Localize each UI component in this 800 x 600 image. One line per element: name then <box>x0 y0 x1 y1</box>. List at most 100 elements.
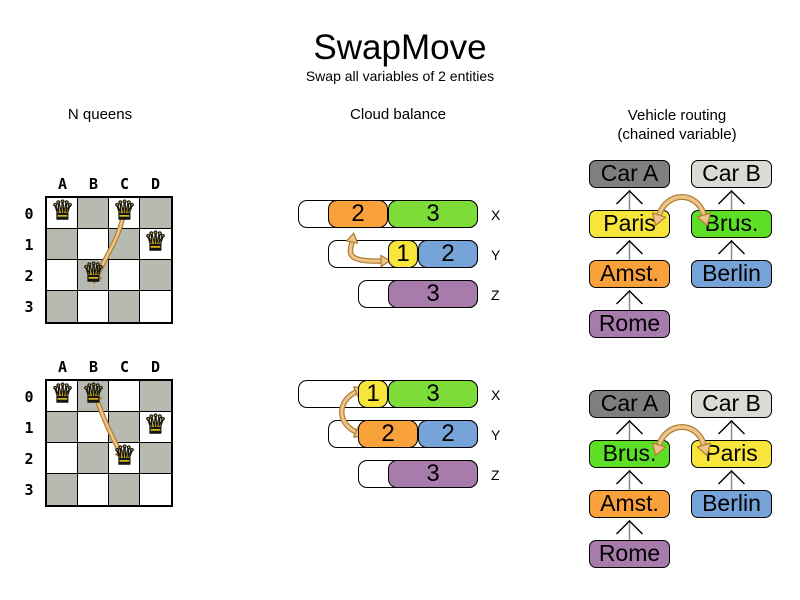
queen-icon: ♛ <box>50 378 75 409</box>
queen-icon: ♛ <box>81 378 106 409</box>
board-cell-A0 <box>47 198 78 229</box>
board-row-label: 2 <box>24 266 34 285</box>
board-cell-B3 <box>78 474 109 505</box>
board-col-label: A <box>57 358 68 376</box>
board-row-label: 1 <box>24 235 34 254</box>
vehicle-box-carb-before: Car B <box>691 160 772 188</box>
cloud-computer-label: Z <box>491 467 500 483</box>
chain-connector-arrowhead <box>616 240 643 255</box>
board-col-label: B <box>88 358 99 376</box>
heading-vehicle-line1: Vehicle routing <box>627 107 727 124</box>
vehicle-box-brus-before: Brus. <box>691 210 772 238</box>
heading-vehicle-routing: Vehicle routing (chained variable) <box>577 106 777 144</box>
vehicle-box-cara-before: Car A <box>589 160 670 188</box>
cloud-computer-label: Z <box>491 287 500 303</box>
cloud-computer-label: X <box>491 207 501 223</box>
board-cell-C1 <box>109 412 140 443</box>
board-cell-B3 <box>78 291 109 322</box>
board-col-label: C <box>119 175 130 193</box>
queen-icon: ♛ <box>112 440 137 471</box>
board-row-label: 0 <box>24 204 34 223</box>
heading-nqueens: N queens <box>67 106 133 123</box>
vehicle-box-rome-before: Rome <box>589 310 670 338</box>
chain-connector-arrowhead <box>718 420 745 435</box>
board-cell-A0 <box>47 381 78 412</box>
vehicle-box-berlin-before: Berlin <box>691 260 772 288</box>
chessboard-after <box>45 379 173 507</box>
vehicle-box-paris-before: Paris <box>589 210 670 238</box>
board-cell-A3 <box>47 474 78 505</box>
chain-connector-arrowhead <box>616 470 643 485</box>
vehicle-box-rome-after: Rome <box>589 540 670 568</box>
board-cell-D0 <box>140 381 171 412</box>
vehicle-box-paris-after: Paris <box>691 440 772 468</box>
chain-connector-arrowhead <box>718 190 745 205</box>
board-cell-B1 <box>78 412 109 443</box>
board-col-label: D <box>150 175 161 193</box>
board-cell-C0 <box>109 381 140 412</box>
board-cell-D1 <box>140 412 171 443</box>
heading-vehicle-line2: (chained variable) <box>617 126 737 143</box>
board-cell-D1 <box>140 229 171 260</box>
queen-icon: ♛ <box>112 195 137 226</box>
cloud-process: 3 <box>388 380 478 408</box>
page-subtitle: Swap all variables of 2 entities <box>305 68 495 84</box>
board-cell-C2 <box>109 260 140 291</box>
board-row-label: 3 <box>24 297 34 316</box>
chain-connector-arrowhead <box>616 190 643 205</box>
vehicle-box-amst-before: Amst. <box>589 260 670 288</box>
cloud-process: 3 <box>388 280 478 308</box>
board-col-label: B <box>88 175 99 193</box>
chain-connector-arrowhead <box>616 420 643 435</box>
queen-icon: ♛ <box>50 195 75 226</box>
board-col-label: C <box>119 358 130 376</box>
board-cell-D3 <box>140 291 171 322</box>
board-cell-D2 <box>140 443 171 474</box>
cloud-computer-label: X <box>491 387 501 403</box>
cloud-process: 3 <box>388 200 478 228</box>
vehicle-box-berlin-after: Berlin <box>691 490 772 518</box>
chain-connector-arrowhead <box>718 240 745 255</box>
board-cell-C3 <box>109 291 140 322</box>
board-cell-A2 <box>47 260 78 291</box>
queen-icon: ♛ <box>143 226 168 257</box>
board-cell-B0 <box>78 198 109 229</box>
cloud-process: 2 <box>358 420 418 448</box>
vehicle-box-amst-after: Amst. <box>589 490 670 518</box>
board-cell-A3 <box>47 291 78 322</box>
cloud-process: 1 <box>388 240 418 268</box>
vehicle-box-cara-after: Car A <box>589 390 670 418</box>
cloud-computer-label: Y <box>491 247 501 263</box>
board-cell-A1 <box>47 229 78 260</box>
cloud-process: 2 <box>418 240 478 268</box>
board-cell-A2 <box>47 443 78 474</box>
chain-connector-arrowhead <box>616 520 643 535</box>
chain-connector-arrowhead <box>616 290 643 305</box>
board-row-label: 3 <box>24 480 34 499</box>
board-row-label: 0 <box>24 387 34 406</box>
queen-icon: ♛ <box>143 409 168 440</box>
board-row-label: 2 <box>24 449 34 468</box>
cloud-process: 3 <box>388 460 478 488</box>
board-col-label: A <box>57 175 68 193</box>
board-cell-D0 <box>140 198 171 229</box>
board-cell-D2 <box>140 260 171 291</box>
board-col-label: D <box>150 358 161 376</box>
cloud-process: 2 <box>418 420 478 448</box>
vehicle-box-brus-after: Brus. <box>589 440 670 468</box>
cloud-process: 2 <box>328 200 388 228</box>
cloud-process: 1 <box>358 380 388 408</box>
queen-icon: ♛ <box>81 257 106 288</box>
board-cell-A1 <box>47 412 78 443</box>
board-cell-B2 <box>78 443 109 474</box>
chain-connector-arrowhead <box>718 470 745 485</box>
board-cell-D3 <box>140 474 171 505</box>
board-row-label: 1 <box>24 418 34 437</box>
page-title: SwapMove <box>313 28 487 67</box>
vehicle-box-carb-after: Car B <box>691 390 772 418</box>
board-cell-B1 <box>78 229 109 260</box>
board-cell-C1 <box>109 229 140 260</box>
heading-cloud-balance: Cloud balance <box>350 106 446 123</box>
cloud-computer-label: Y <box>491 427 501 443</box>
